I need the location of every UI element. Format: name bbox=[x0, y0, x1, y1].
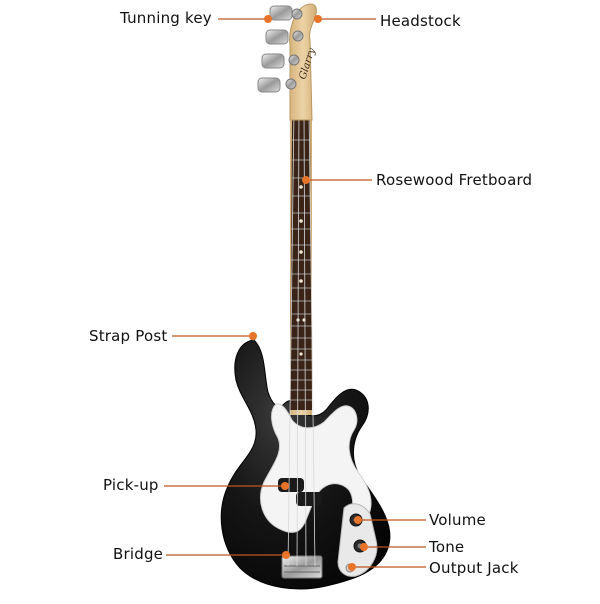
label-tuning-key: Tunning key bbox=[120, 9, 212, 27]
frets bbox=[290, 139, 312, 401]
strings bbox=[287, 109, 316, 567]
fretboard bbox=[290, 120, 312, 410]
label-pickup: Pick-up bbox=[103, 476, 159, 494]
label-rosewood-fretboard: Rosewood Fretboard bbox=[376, 171, 533, 189]
tuning-keys bbox=[257, 5, 304, 93]
label-volume: Volume bbox=[429, 511, 486, 529]
label-bridge: Bridge bbox=[113, 545, 164, 563]
label-strap-post: Strap Post bbox=[89, 327, 168, 345]
callout-dots bbox=[249, 15, 368, 571]
label-output-jack: Output Jack bbox=[429, 559, 519, 577]
label-tone: Tone bbox=[429, 538, 465, 556]
label-headstock: Headstock bbox=[380, 12, 461, 30]
callout-lines bbox=[164, 18, 426, 568]
